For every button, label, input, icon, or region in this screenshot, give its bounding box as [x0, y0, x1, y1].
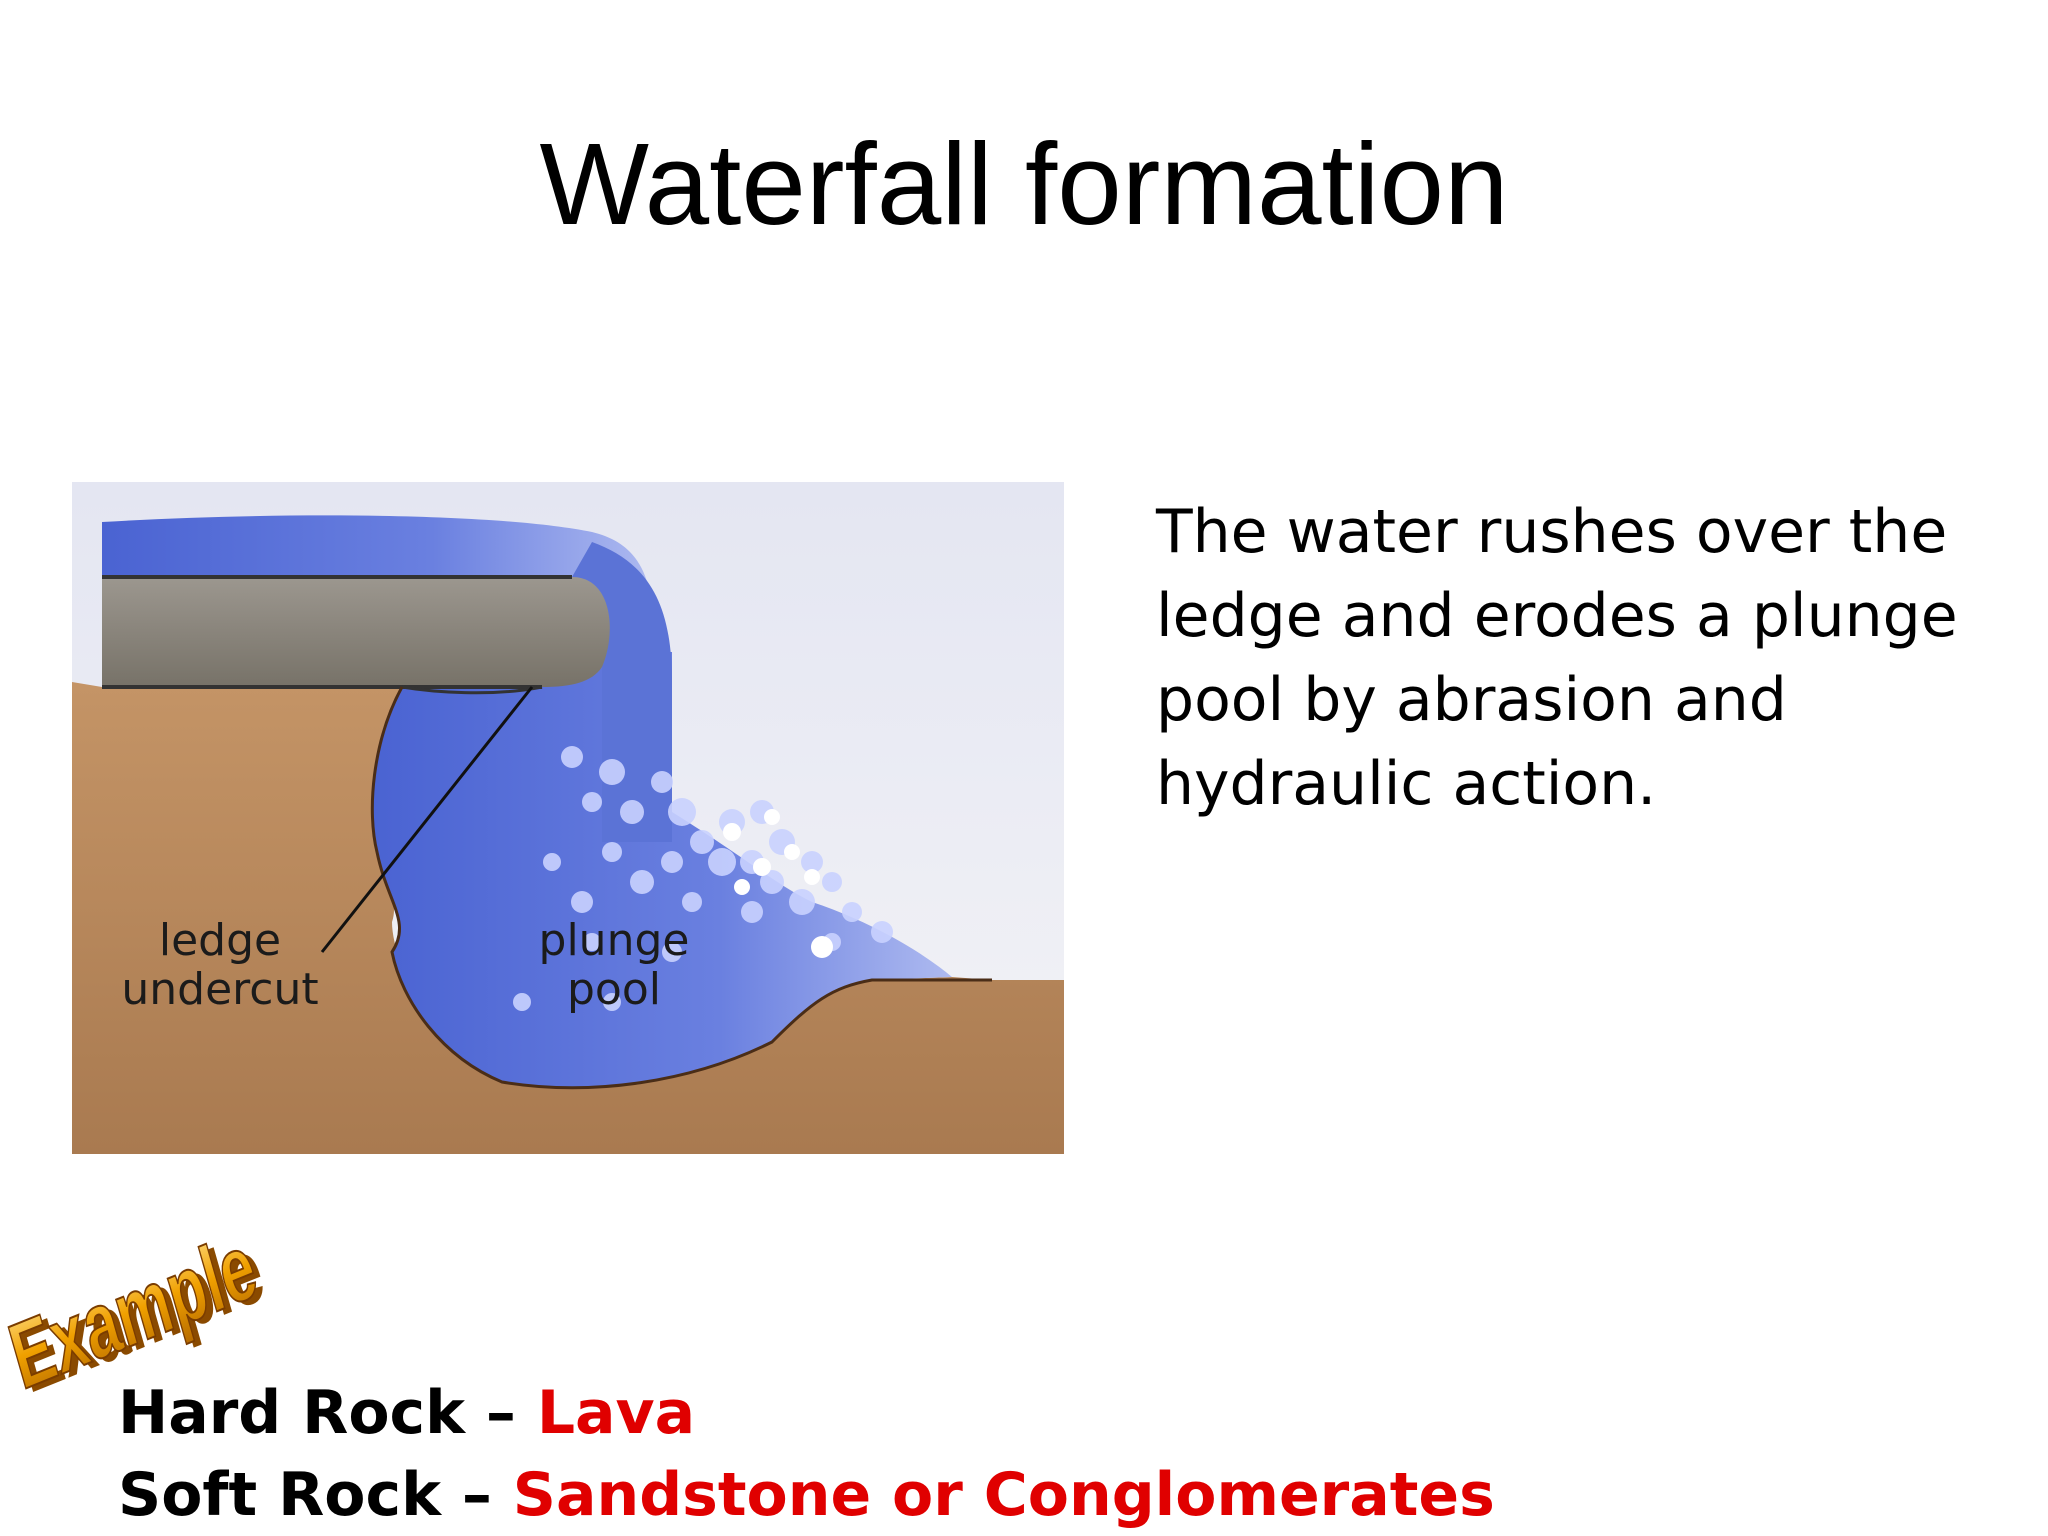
bubbles [513, 746, 893, 1011]
slide-title: Waterfall formation [539, 119, 1509, 249]
hard-rock-value: Lava [536, 1378, 696, 1448]
waterfall-diagram: ledge undercut plunge pool [72, 482, 1064, 1154]
soft-rock [72, 682, 1064, 1154]
hard-rock-label: Hard Rock [118, 1378, 466, 1448]
label-plunge-pool: plunge pool [538, 915, 690, 1016]
soft-rock-value: Sandstone or Conglomerates [512, 1460, 1495, 1530]
hard-rock-separator: – [465, 1378, 537, 1448]
waterfall-description: The water rushes over the ledge and erod… [1156, 497, 1958, 819]
plunge-pool-water [372, 652, 952, 1088]
soft-rock-row: Soft Rock – Sandstone or Conglomerates [118, 1454, 1495, 1536]
rock-examples: Hard Rock – Lava Soft Rock – Sandstone o… [118, 1372, 1495, 1536]
river-surface [102, 515, 653, 652]
soft-rock-separator: – [441, 1460, 513, 1530]
example-badge: Example Example [4, 1240, 296, 1410]
undercut-pointer [320, 686, 534, 953]
waterfall-illustration [72, 482, 1064, 1154]
hard-rock-row: Hard Rock – Lava [118, 1372, 1495, 1454]
soft-rock-label: Soft Rock [118, 1460, 441, 1530]
hard-rock-cap [102, 577, 610, 687]
example-wordart: Example Example [4, 1240, 274, 1410]
label-ledge-undercut: ledge undercut [121, 915, 319, 1016]
bubble-highlights [723, 809, 833, 958]
